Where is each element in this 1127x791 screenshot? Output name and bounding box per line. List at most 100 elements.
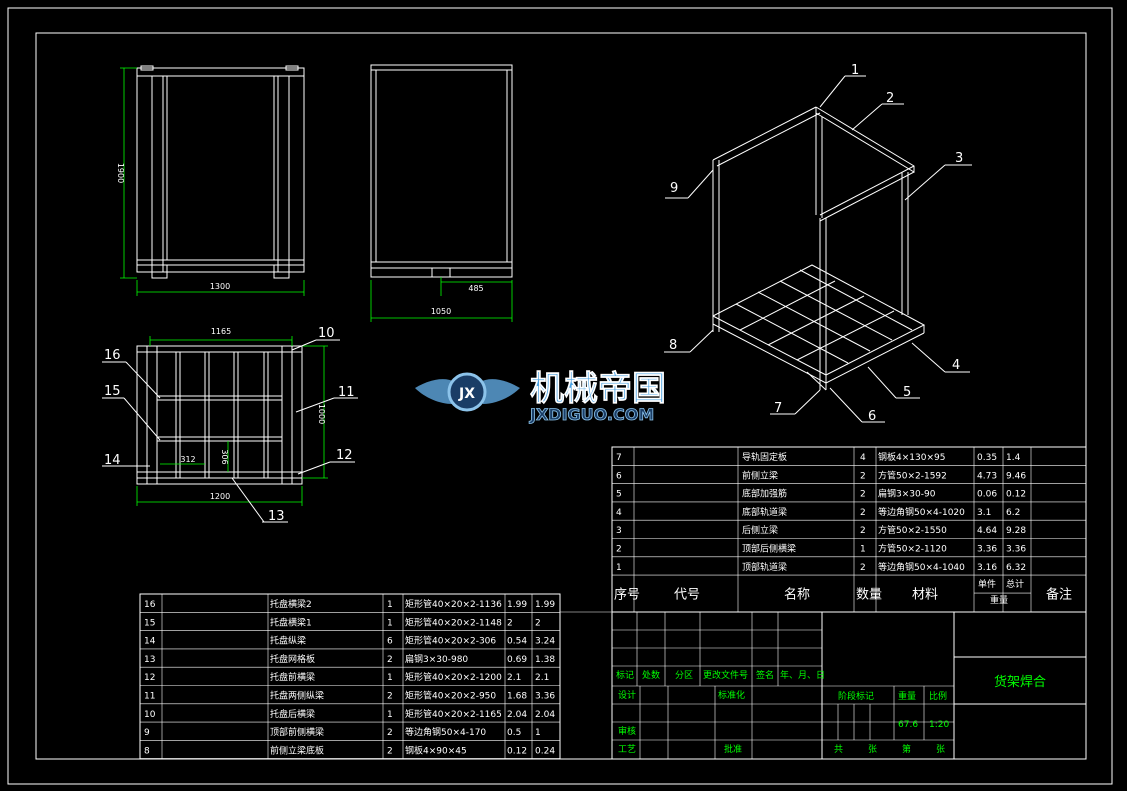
balloon-13: 13 [268,509,285,524]
tb-process: 工艺 [618,744,636,755]
dim-plan-top: 1165 [211,327,231,336]
tb-doc: 更改文件号 [703,669,748,681]
balloon-8: 8 [669,338,677,353]
bom-upper-qty: 4 [860,453,866,463]
bom-header-unit: 单件 [978,578,996,590]
tb-date: 年、月、日 [780,669,825,681]
side-view: 485 1050 [370,64,513,322]
balloon-1: 1 [851,63,859,78]
balloon-7: 7 [774,401,782,416]
bom-lower-name: 托盘纵梁 [270,635,306,647]
bom-upper-no: 3 [616,526,622,536]
tb-sign: 签名 [756,669,774,681]
bom-upper-name: 前侧立梁 [742,469,778,481]
bom-upper-material: 方管50×2-1592 [878,469,947,481]
tb-weight: 重量 [898,690,916,702]
bom-upper-no: 1 [616,563,622,573]
tb-count: 处数 [642,669,660,681]
bom-lower-no: 16 [144,600,156,610]
bom-lower-name: 托盘横梁2 [270,598,312,610]
bom-lower-qty: 1 [387,600,393,610]
bom-upper-total: 3.36 [1006,545,1026,555]
bom-lower-total: 0.24 [535,746,555,756]
bom-upper-unit: 3.1 [977,508,991,518]
bom-upper-no: 7 [616,453,622,463]
bom-lower-unit: 0.54 [507,637,527,647]
bom-upper-name: 导轨固定板 [742,451,787,463]
bom-lower-name: 顶部前侧横梁 [270,726,324,738]
bom-lower-total: 2.1 [535,673,549,683]
bom-upper-no: 5 [616,490,622,500]
tb-mark: 标记 [616,669,634,681]
bom-upper-name: 后侧立梁 [742,524,778,536]
bom-lower-total: 3.36 [535,692,555,702]
bom-lower-total: 1.99 [535,600,555,610]
bom-upper-no: 2 [616,545,622,555]
title-block: 标记 处数 分区 更改文件号 签名 年、月、日 设计 标准化 审核 工艺 批准 … [611,611,1087,760]
bom-lower-unit: 2.1 [507,673,521,683]
bom-lower-material: 矩形管40×20×2-1200 [405,671,502,683]
tb-ratio: 比例 [929,690,947,702]
dim-front-width: 1300 [210,282,230,291]
bom-upper-material: 等边角钢50×4-1040 [878,561,965,573]
tb-design: 设计 [618,689,636,701]
bom-upper-total: 9.28 [1006,526,1026,536]
bom-upper-qty: 2 [860,508,866,518]
bom-lower-name: 托盘前横梁 [270,671,315,683]
balloon-12: 12 [336,448,353,463]
bom-lower-name: 托盘横梁1 [270,616,312,628]
bom-upper-material: 等边角钢50×4-1020 [878,506,965,518]
front-view: 1900 1300 [116,65,305,296]
watermark-en: JXDIGUO.COM [529,405,654,424]
bom-lower-name: 前侧立梁底板 [270,744,324,756]
bom-upper-material: 扁钢3×30-90 [878,488,936,500]
balloon-16: 16 [104,348,121,363]
dim-front-height: 1900 [116,163,125,183]
bom-header-code: 代号 [674,588,700,603]
drawing-frame [35,32,1087,760]
bom-upper-qty: 2 [860,471,866,481]
bom-lower-name: 托盘两侧纵梁 [270,690,324,702]
bom-header-total: 总计 [1006,578,1024,590]
bom-lower-no: 10 [144,710,156,720]
bom-lower-material: 矩形管40×20×2-306 [405,635,496,647]
bom-lower-unit: 2.04 [507,710,527,720]
bom-header-remark: 备注 [1046,587,1072,603]
bom-lower-material: 矩形管40×20×2-950 [405,690,496,702]
logo-mark: JX [458,386,475,402]
bom-header-name: 名称 [784,587,810,603]
bom-upper-qty: 1 [860,545,866,555]
bom-lower-no: 14 [144,637,156,647]
bom-lower-unit: 2 [507,618,513,628]
bom-upper-name: 底部加强筋 [742,488,787,500]
balloon-9: 9 [670,181,678,196]
isometric-view [712,106,926,391]
balloon-10: 10 [318,326,335,341]
bom-lower-no: 11 [144,692,155,702]
bom-upper-total: 1.4 [1006,453,1021,463]
tb-review: 审核 [618,725,636,737]
bom-lower-unit: 1.99 [507,600,527,610]
bom-lower-unit: 0.5 [507,728,521,738]
bom-lower-material: 等边角钢50×4-170 [405,726,486,738]
bom-lower-qty: 6 [387,637,393,647]
bom-lower-name: 托盘后横梁 [270,708,315,720]
bom-lower-total: 1 [535,728,541,738]
dim-plan-inner-b: 306 [220,449,229,464]
bom-lower-total: 2.04 [535,710,555,720]
bom-lower-qty: 2 [387,728,393,738]
balloon-6: 6 [868,409,876,424]
bom-upper-name: 顶部后侧横梁 [742,543,796,555]
bom-lower-total: 1.38 [535,655,555,665]
bom-upper-qty: 2 [860,563,866,573]
dim-plan-inner-a: 312 [180,455,195,464]
bom-lower-material: 矩形管40×20×2-1136 [405,598,502,610]
tb-sheets-total: 共 [834,744,843,755]
bom-upper-unit: 4.73 [977,471,997,481]
balloon-3: 3 [955,151,963,166]
watermark-cn: 机械帝国 [530,369,666,409]
tb-zone: 分区 [675,670,693,681]
balloon-5: 5 [903,385,911,400]
